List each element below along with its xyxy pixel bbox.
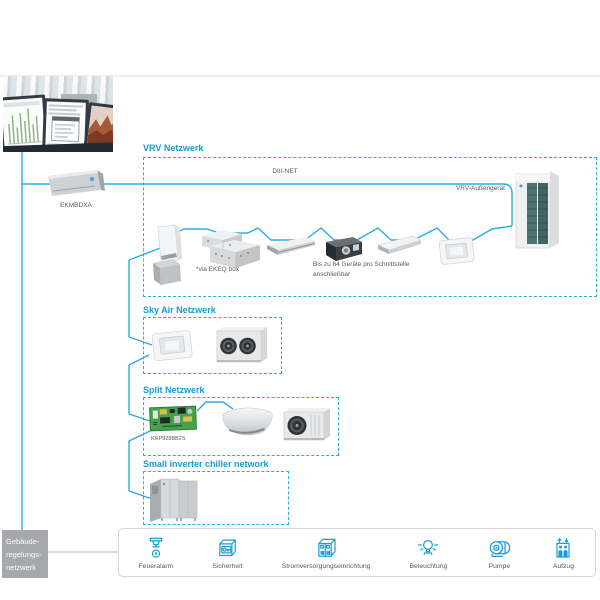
ekeq-note: *via EKEQ box (196, 266, 239, 273)
inverter-chiller-unit (148, 474, 200, 522)
safe-key-icon (219, 539, 237, 557)
light-bulb-icon (418, 540, 439, 555)
ahu-via-ekeq (196, 226, 262, 270)
building-network-line3: netzwerk (6, 563, 37, 573)
service-lighting: Beleuchtung (409, 535, 448, 570)
service-label: Stromversorgungseinrichtung (281, 563, 371, 570)
control-room-photo (3, 76, 113, 152)
vrv-network-box (143, 157, 597, 297)
elevator-icon (556, 538, 571, 558)
vrv-outdoor-label: VRV-Außengerät (455, 185, 505, 192)
service-label: Aufzug (552, 563, 574, 570)
split-network-box (143, 397, 339, 456)
concealed-duct-unit (376, 234, 423, 260)
capacity-note: Bis zu 64 Geräte pro Schnittstelle ansch… (313, 261, 410, 278)
service-elevator: Aufzug (551, 535, 575, 570)
service-label: Pumpe (488, 563, 511, 570)
building-network-line2: regelungs- (6, 550, 42, 560)
vrv-cassette-unit (437, 234, 477, 267)
ekeq-box (150, 255, 183, 286)
pump-icon (490, 541, 511, 558)
service-label: Beleuchtung (409, 563, 448, 570)
krp-adapter-label: KRP928BB2S (151, 436, 186, 442)
hrv-unit (324, 234, 364, 262)
building-services-bar: Feueralarm Sicherheit (118, 528, 596, 577)
service-label: Feueralarm (138, 563, 174, 570)
split-wall-unit (220, 402, 274, 439)
monitor-right (83, 102, 113, 152)
ceiling-suspended-unit (265, 236, 317, 257)
sprinkler-icon (149, 537, 163, 558)
divider-line (0, 75, 600, 77)
service-label: Sicherheit (212, 563, 243, 570)
service-security: Sicherheit (212, 535, 243, 570)
chiller-network-title: Small inverter chiller network (143, 459, 269, 469)
skyair-outdoor-unit (213, 324, 269, 367)
ekmbdxa-gateway (45, 167, 107, 200)
vrv-network-title: VRV Netzwerk (143, 143, 204, 153)
vrv-outdoor-unit (514, 168, 561, 251)
krp-adapter-pcb (148, 403, 199, 434)
skyair-cassette-unit (150, 326, 196, 363)
power-cabinet-icon (318, 538, 336, 557)
building-network-line1: Gebäude- (6, 537, 40, 546)
monitor-left (3, 94, 49, 152)
building-network-box: Gebäude- regelungs- netzwerk (2, 530, 48, 578)
service-fire-alarm: Feueralarm (138, 535, 174, 570)
split-network-title: Split Netzwerk (143, 385, 205, 395)
service-pump: Pumpe (486, 535, 512, 570)
service-power-supply: Stromversorgungseinrichtung (281, 535, 371, 570)
diii-net-label: DIII-NET (272, 168, 298, 175)
split-outdoor-unit (281, 405, 332, 444)
skyair-network-title: Sky Air Netzwerk (143, 305, 216, 315)
gateway-label: EKMBDXA (60, 202, 92, 209)
